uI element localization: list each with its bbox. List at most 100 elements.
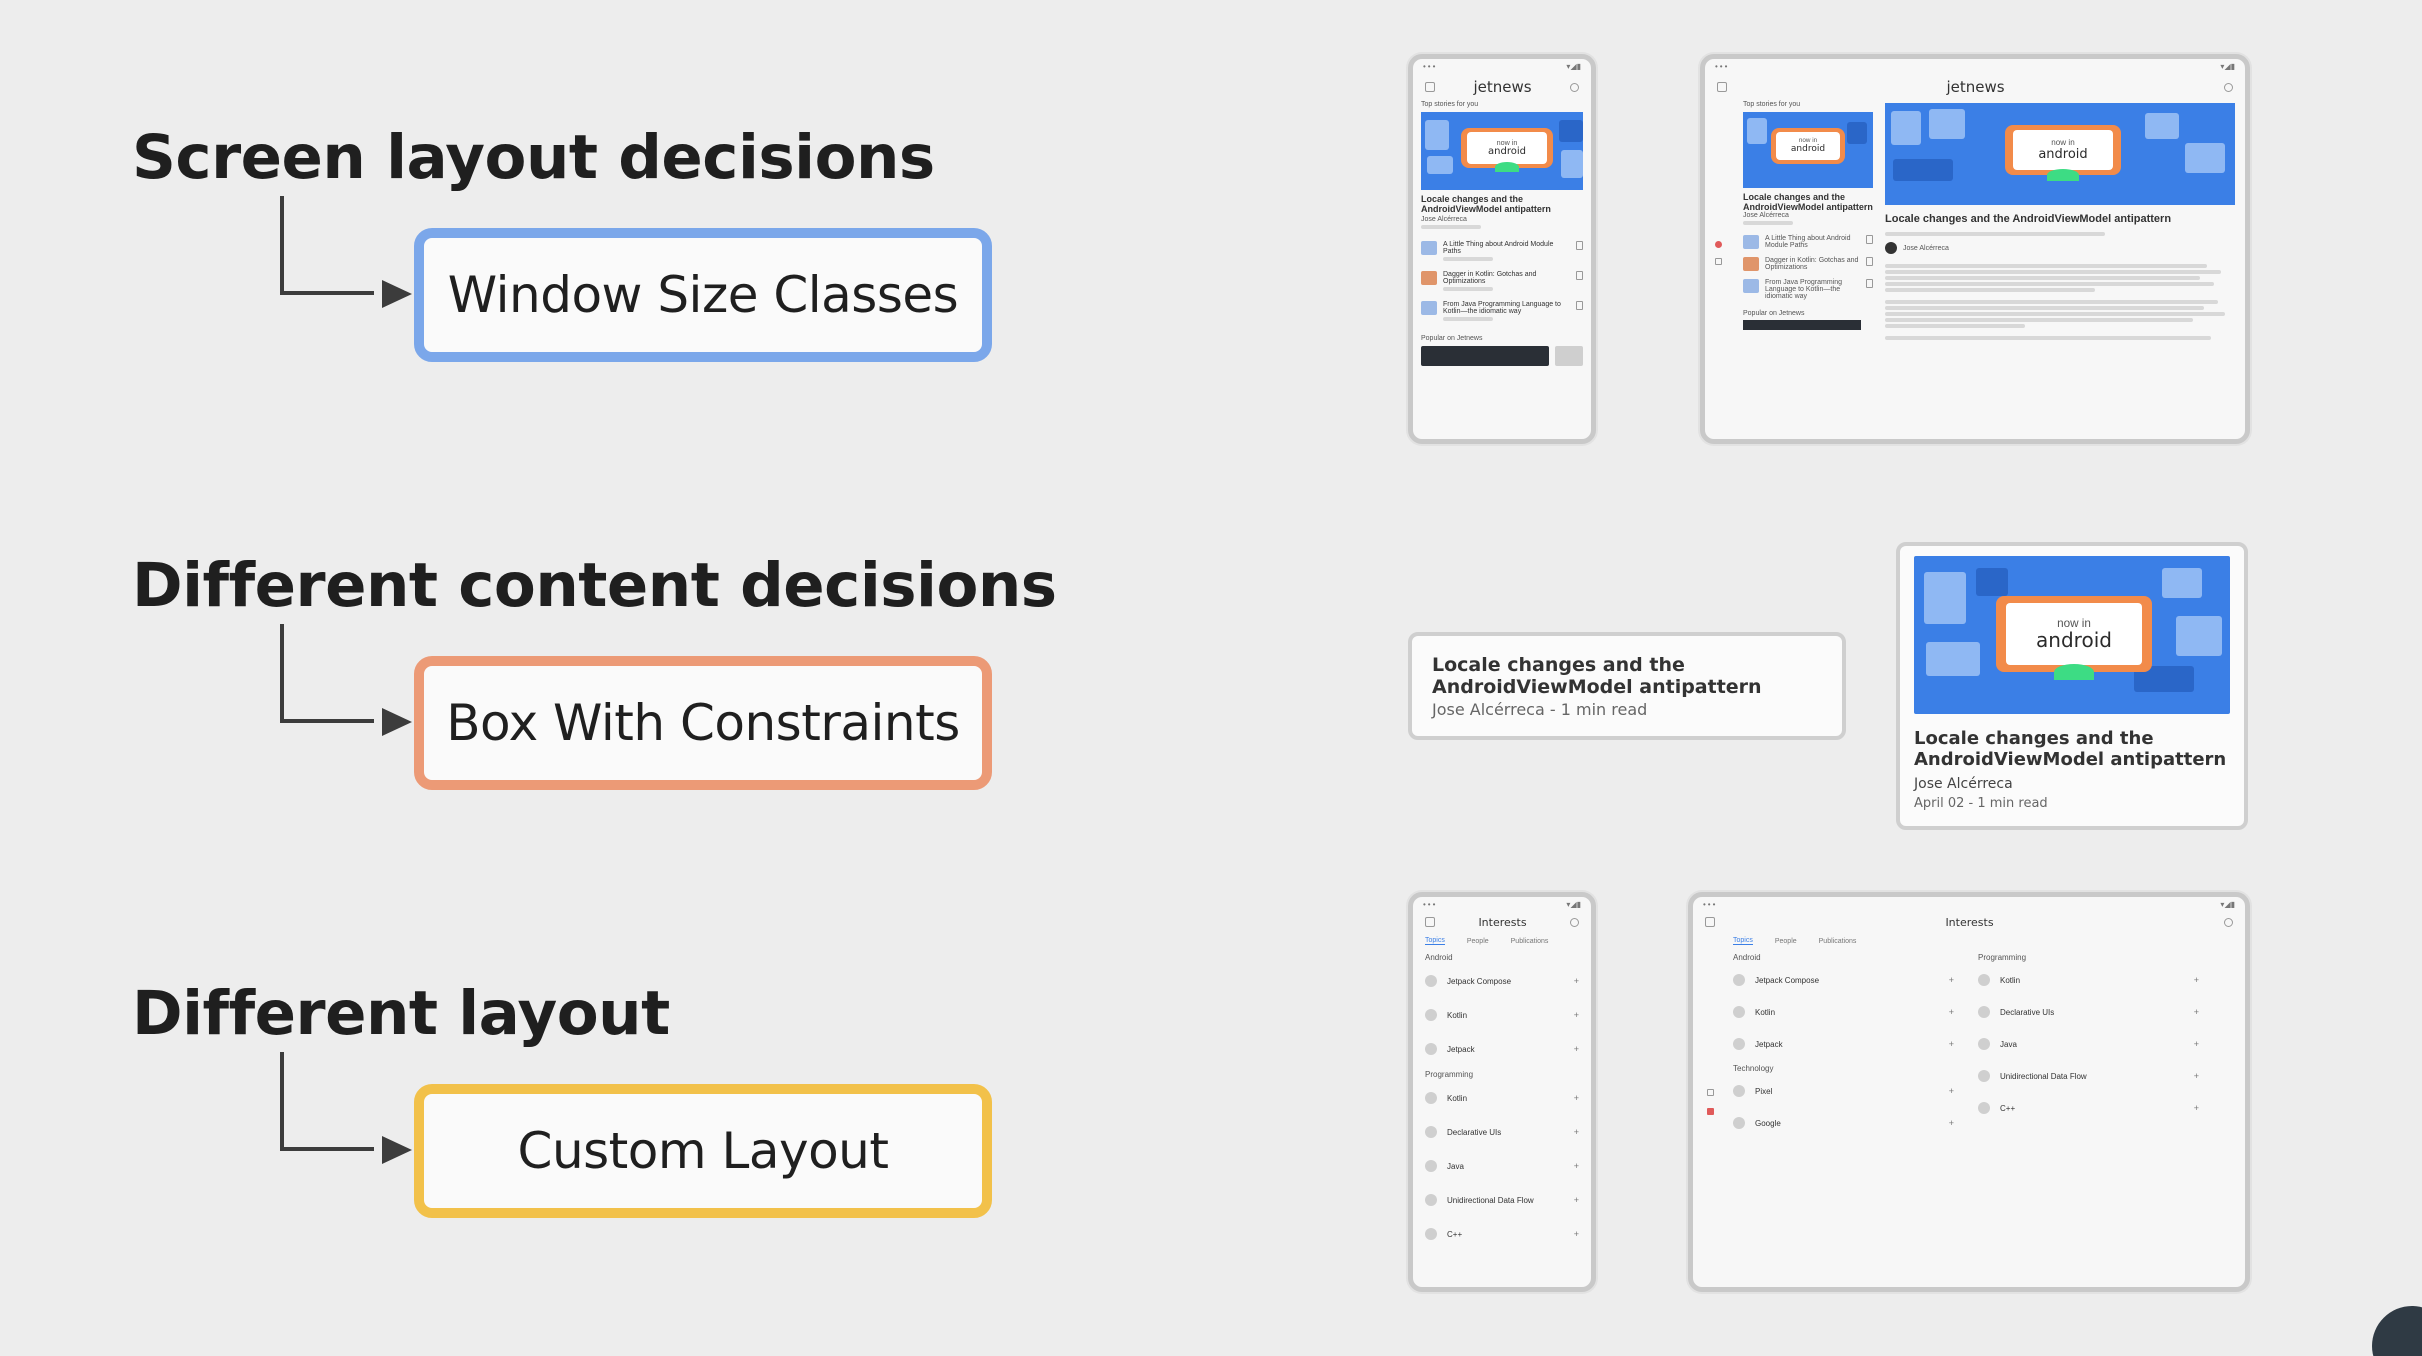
add-icon[interactable]: +: [1948, 1118, 1954, 1128]
bookmark-icon[interactable]: [1866, 235, 1873, 244]
api-box-custom-layout: Custom Layout: [414, 1084, 992, 1218]
topic-row[interactable]: Declarative UIs+: [1966, 996, 2211, 1028]
headline[interactable]: Locale changes and the AndroidViewModel …: [1743, 192, 1873, 212]
topic-row[interactable]: Jetpack Compose+: [1721, 964, 1966, 996]
tab-topics[interactable]: Topics: [1425, 937, 1445, 945]
hero-image[interactable]: now in android: [1421, 112, 1583, 190]
add-icon[interactable]: +: [1948, 1039, 1954, 1049]
expanded-article-card[interactable]: now in android Locale changes and the An…: [1896, 542, 2248, 830]
headline[interactable]: Locale changes and the AndroidViewModel …: [1421, 194, 1551, 214]
list-item[interactable]: From Java Programming Language to Kotlin…: [1421, 297, 1583, 327]
list-item[interactable]: Dagger in Kotlin: Gotchas and Optimizati…: [1421, 267, 1583, 297]
menu-icon[interactable]: [1425, 82, 1435, 92]
nav-home-icon[interactable]: [1715, 241, 1722, 248]
topic-row[interactable]: C+++: [1413, 1217, 1591, 1251]
nav-home-icon[interactable]: [1707, 1089, 1714, 1096]
popular-card[interactable]: [1743, 320, 1861, 330]
article-title: Locale changes and the AndroidViewModel …: [1885, 213, 2172, 225]
app-bar: jetnews: [1705, 73, 2245, 101]
topic-row[interactable]: Kotlin+: [1721, 996, 1966, 1028]
connector-arrow-1: [280, 196, 374, 295]
menu-icon[interactable]: [1717, 82, 1727, 92]
popular-card[interactable]: [1555, 346, 1583, 366]
author: Jose Alcérreca: [1421, 216, 1467, 223]
thumbnail: [1421, 301, 1437, 315]
add-icon[interactable]: +: [2193, 1007, 2199, 1017]
add-icon[interactable]: +: [1573, 1195, 1579, 1205]
add-icon[interactable]: +: [1573, 1229, 1579, 1239]
arrowhead-icon: [382, 280, 412, 308]
topic-row[interactable]: Java+: [1413, 1149, 1591, 1183]
topic-row[interactable]: Google+: [1721, 1107, 1966, 1139]
section-header-programming: Programming: [1425, 1070, 1474, 1079]
bookmark-icon[interactable]: [1866, 257, 1873, 266]
menu-icon[interactable]: [1705, 917, 1715, 927]
add-icon[interactable]: +: [1948, 1007, 1954, 1017]
tab-people[interactable]: People: [1466, 937, 1489, 945]
add-icon[interactable]: +: [1948, 975, 1954, 985]
add-icon[interactable]: +: [1573, 1093, 1579, 1103]
hero-image[interactable]: now in android: [1743, 112, 1873, 188]
topic-row[interactable]: Jetpack+: [1413, 1032, 1591, 1066]
popular-card[interactable]: [1421, 346, 1549, 366]
add-icon[interactable]: +: [1573, 976, 1579, 986]
list-item[interactable]: A Little Thing about Android Module Path…: [1421, 237, 1583, 267]
topic-row[interactable]: C+++: [1966, 1092, 2211, 1124]
bookmark-icon[interactable]: [1576, 271, 1583, 280]
thumbnail: [1421, 271, 1437, 285]
search-icon[interactable]: [2224, 917, 2233, 927]
search-icon[interactable]: [2223, 82, 2233, 92]
compact-article-card[interactable]: Locale changes and the AndroidViewModel …: [1408, 632, 1846, 740]
add-icon[interactable]: +: [1573, 1044, 1579, 1054]
tab-topics[interactable]: Topics: [1733, 937, 1753, 945]
menu-icon[interactable]: [1425, 917, 1435, 927]
api-box-window-size-classes: Window Size Classes: [414, 228, 992, 362]
search-icon[interactable]: [1569, 82, 1579, 92]
arrowhead-icon: [382, 708, 412, 736]
topic-row[interactable]: Kotlin+: [1413, 998, 1591, 1032]
hero-now-in: now in: [2051, 138, 2075, 148]
connector-arrow-3: [280, 1052, 374, 1151]
bookmark-icon[interactable]: [1576, 241, 1583, 250]
tab-people[interactable]: People: [1774, 937, 1797, 945]
topic-row[interactable]: Unidirectional Data Flow+: [1966, 1060, 2211, 1092]
section-header-android: Android: [1425, 953, 1453, 962]
topic-row[interactable]: Jetpack Compose+: [1413, 964, 1591, 998]
topic-row[interactable]: Jetpack+: [1721, 1028, 1966, 1060]
topic-row[interactable]: Java+: [1966, 1028, 2211, 1060]
bookmark-icon[interactable]: [1866, 279, 1873, 288]
add-icon[interactable]: +: [2193, 1039, 2199, 1049]
section-header-programming: Programming: [1978, 953, 2027, 962]
add-icon[interactable]: +: [1573, 1010, 1579, 1020]
topic-row[interactable]: Unidirectional Data Flow+: [1413, 1183, 1591, 1217]
nav-interests-icon[interactable]: [1707, 1108, 1714, 1115]
add-icon[interactable]: +: [1573, 1127, 1579, 1137]
add-icon[interactable]: +: [1948, 1086, 1954, 1096]
tab-publications[interactable]: Publications: [1818, 937, 1857, 945]
add-icon[interactable]: +: [2193, 975, 2199, 985]
list-item[interactable]: A Little Thing about Android Module Path…: [1743, 231, 1873, 253]
jetnews-tablet-screen: •••▾◢▮ jetnews Top stories for you now i…: [1700, 54, 2250, 444]
bookmark-icon[interactable]: [1576, 301, 1583, 310]
topic-row[interactable]: Declarative UIs+: [1413, 1115, 1591, 1149]
topic-row[interactable]: Kotlin+: [1413, 1081, 1591, 1115]
jetnews-phone-screen: •••▾◢▮ jetnews Top stories for you now i…: [1408, 54, 1596, 444]
hero-brand: android: [1790, 143, 1826, 154]
nav-interests-icon[interactable]: [1715, 258, 1722, 265]
expanded-card-author: Jose Alcérreca: [1914, 776, 2013, 792]
interests-title: Interests: [1945, 915, 1994, 929]
add-icon[interactable]: +: [2193, 1071, 2199, 1081]
topic-row[interactable]: Pixel+: [1721, 1075, 1966, 1107]
section-label: Top stories for you: [1421, 101, 1479, 108]
card-hero-image: now in android: [1914, 556, 2230, 714]
add-icon[interactable]: +: [1573, 1161, 1579, 1171]
topic-row[interactable]: Kotlin+: [1966, 964, 2211, 996]
list-item[interactable]: Dagger in Kotlin: Gotchas and Optimizati…: [1743, 253, 1873, 275]
hero-now-in: now in: [1496, 138, 1518, 148]
thumbnail: [1421, 241, 1437, 255]
add-icon[interactable]: +: [2193, 1103, 2199, 1113]
article-hero-image: now in android: [1885, 103, 2235, 205]
list-item[interactable]: From Java Programming Language to Kotlin…: [1743, 275, 1873, 304]
search-icon[interactable]: [1570, 917, 1579, 927]
tab-publications[interactable]: Publications: [1510, 937, 1549, 945]
